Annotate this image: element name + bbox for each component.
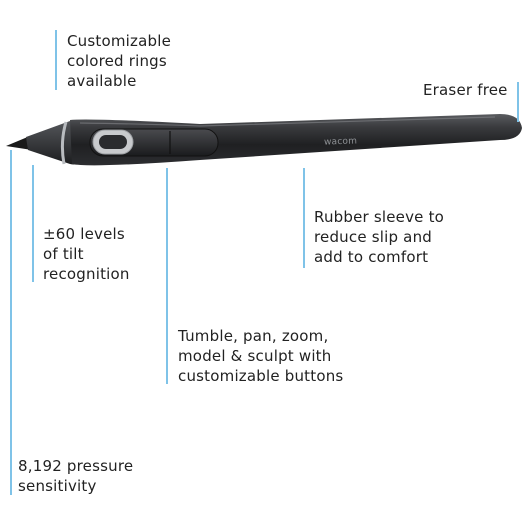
rings-callout-line	[55, 30, 57, 90]
pressure-label: 8,192 pressure sensitivity	[18, 457, 134, 495]
side-switch-buttons	[89, 128, 219, 157]
pressure-callout-line	[10, 150, 12, 495]
sleeve-label: Rubber sleeve to reduce slip and add to …	[314, 208, 445, 266]
rings-label: Customizable colored rings available	[67, 32, 172, 90]
eraser-label: Eraser free	[423, 81, 508, 99]
pen-nib	[6, 136, 32, 150]
pen-ring	[60, 121, 68, 165]
eraser-callout-line	[517, 82, 519, 122]
buttons-label: Tumble, pan, zoom, model & sculpt with c…	[178, 327, 344, 385]
pen-brand-logo: wacom	[323, 136, 358, 148]
pen-tip-cone	[26, 120, 80, 165]
sleeve-callout-line	[303, 168, 305, 268]
tilt-callout-line	[32, 165, 34, 282]
buttons-callout-line	[166, 168, 168, 384]
tilt-label: ±60 levels of tilt recognition	[43, 225, 130, 283]
